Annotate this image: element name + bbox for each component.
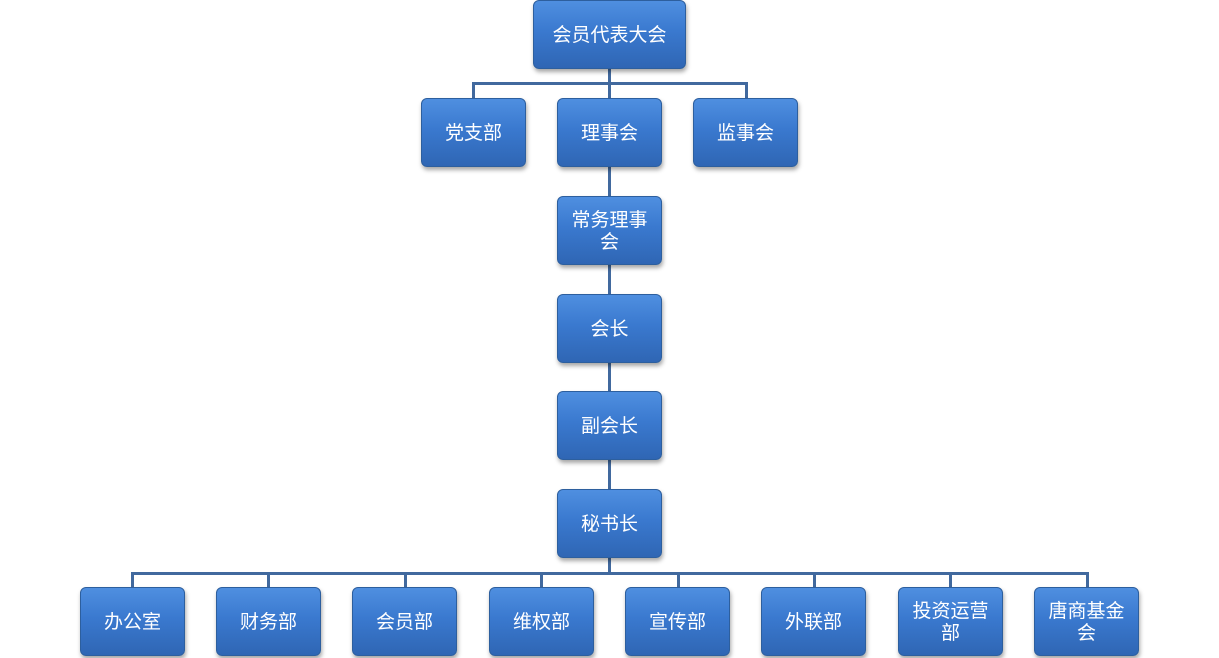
connector-dept-bus [131,572,1089,575]
connector-to-dept-1 [131,572,134,588]
connector-to-dept-8 [1086,572,1089,588]
node-dept-rights: 维权部 [489,587,594,656]
connector-to-party-branch [472,82,475,99]
connector-top-down [608,69,611,85]
node-dept-office: 办公室 [80,587,185,656]
node-dept-finance: 财务部 [216,587,321,656]
node-supervisory-board: 监事会 [693,98,798,167]
connector-to-council [608,82,611,99]
node-dept-external: 外联部 [761,587,866,656]
node-party-branch: 党支部 [421,98,526,167]
node-dept-foundation: 唐商基金会 [1034,587,1139,656]
connector-to-supervisory [745,82,748,99]
node-dept-membership: 会员部 [352,587,457,656]
node-dept-investment: 投资运营部 [898,587,1003,656]
connector-to-dept-5 [677,572,680,588]
node-dept-publicity: 宣传部 [625,587,730,656]
node-general-assembly: 会员代表大会 [533,0,686,69]
connector-to-dept-4 [540,572,543,588]
connector-to-dept-6 [813,572,816,588]
node-vice-president: 副会长 [557,391,662,460]
connector-to-dept-7 [949,572,952,588]
node-standing-council: 常务理事会 [557,196,662,265]
node-president: 会长 [557,294,662,363]
node-secretary-general: 秘书长 [557,489,662,558]
connector-to-dept-3 [404,572,407,588]
connector-to-dept-2 [267,572,270,588]
node-council: 理事会 [557,98,662,167]
connector-council-chain [608,166,611,574]
